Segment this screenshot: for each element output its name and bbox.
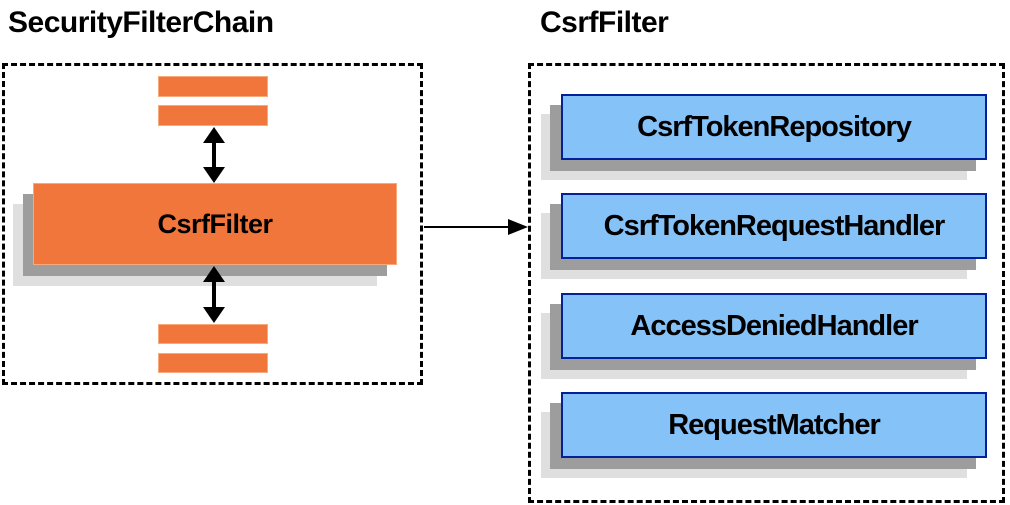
csrf-filter-title: CsrfFilter: [540, 6, 669, 39]
component-box-label: CsrfTokenRequestHandler: [603, 209, 946, 242]
arrow-stem: [212, 140, 216, 170]
security-filter-chain-container: CsrfFilter: [2, 63, 423, 385]
component-box: RequestMatcher: [561, 392, 987, 458]
component-box: AccessDeniedHandler: [561, 293, 987, 359]
csrf-filter-box-label: CsrfFilter: [157, 208, 273, 239]
security-filter-chain-title: SecurityFilterChain: [8, 6, 274, 39]
filter-placeholder-bar-1: [158, 76, 268, 97]
bidirectional-arrow-icon-top: [203, 127, 225, 183]
component-box-label: RequestMatcher: [668, 408, 881, 441]
flow-arrow-stem: [424, 226, 512, 228]
component-box: CsrfTokenRequestHandler: [561, 193, 987, 259]
arrow-stem: [212, 279, 216, 310]
component-box-label: AccessDeniedHandler: [630, 309, 918, 342]
component-box: CsrfTokenRepository: [561, 94, 987, 160]
arrow-up-head: [203, 127, 225, 143]
flow-arrow-right-icon: [508, 219, 528, 235]
component-box-label: CsrfTokenRepository: [637, 110, 912, 143]
bidirectional-arrow-icon-bottom: [203, 266, 225, 323]
csrf-filter-box: CsrfFilter: [33, 183, 397, 265]
filter-placeholder-bar-3: [158, 324, 268, 344]
filter-placeholder-bar-4: [158, 353, 268, 373]
arrow-up-head: [203, 266, 225, 282]
arrow-down-head: [203, 307, 225, 323]
filter-placeholder-bar-2: [158, 105, 268, 126]
arrow-down-head: [203, 167, 225, 183]
